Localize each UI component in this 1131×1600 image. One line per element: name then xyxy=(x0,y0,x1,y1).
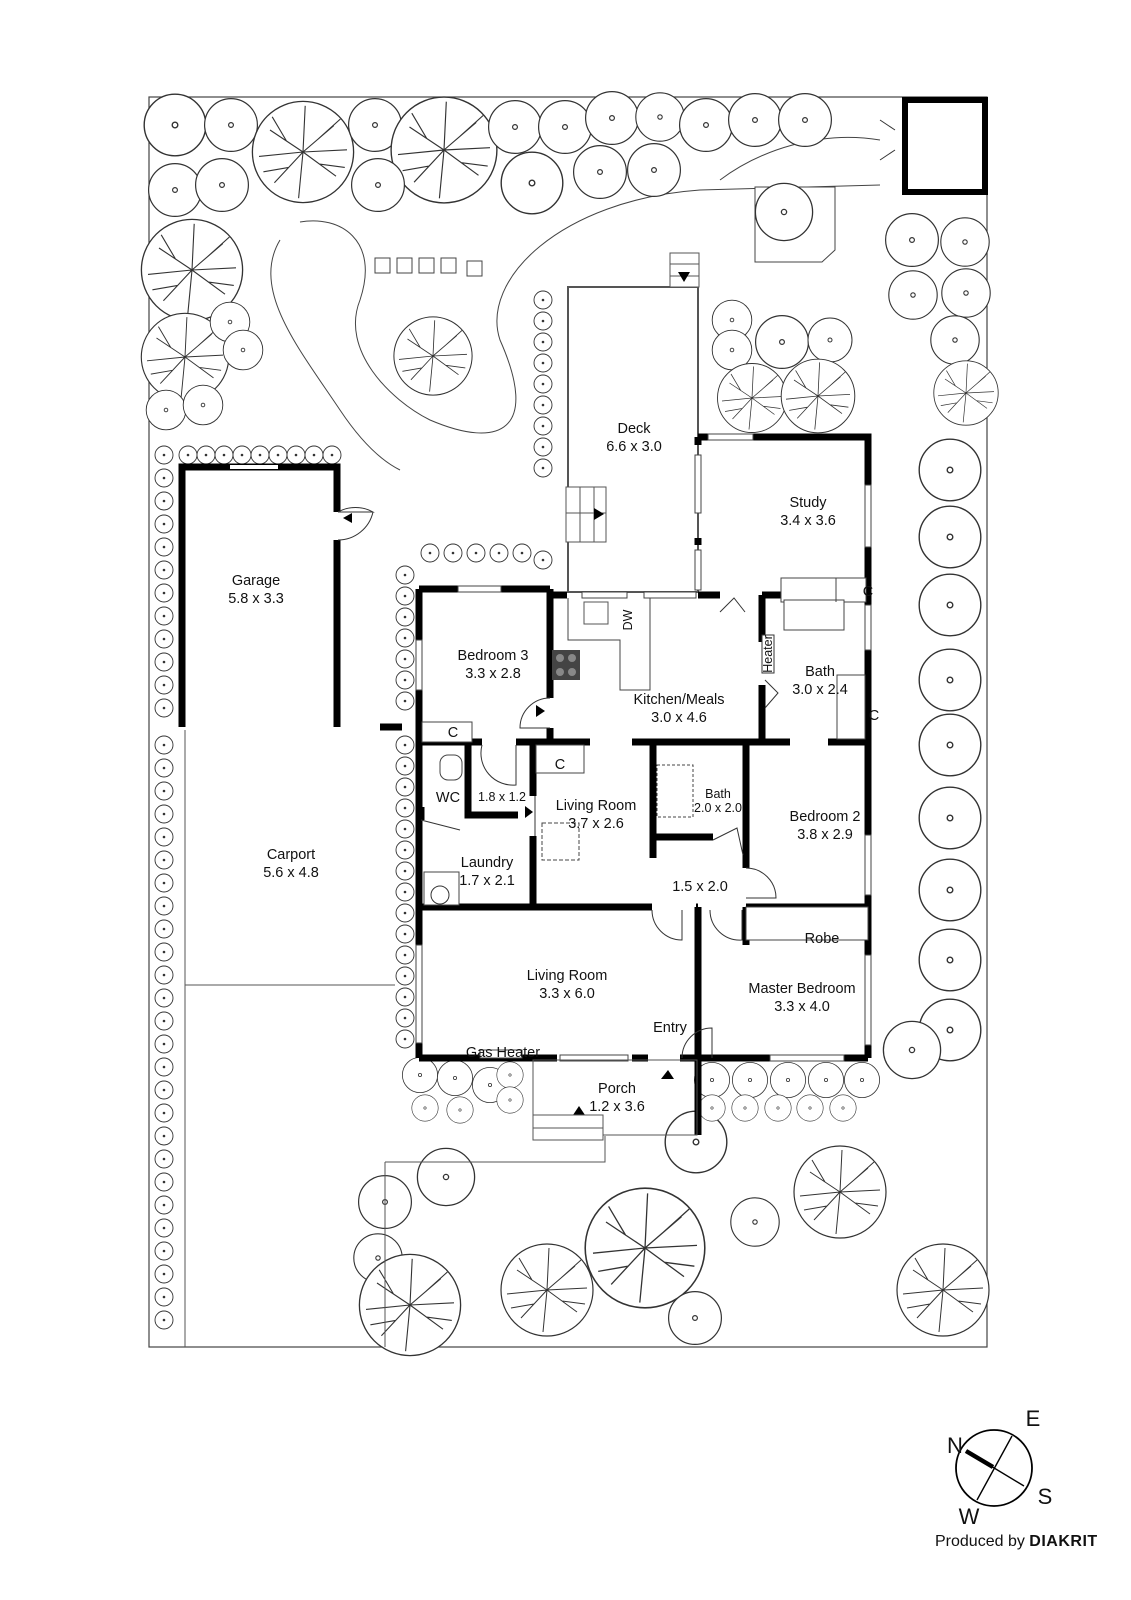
compass-north: N xyxy=(947,1433,963,1458)
room-size: 3.3 x 2.8 xyxy=(465,666,521,682)
room-size: 3.0 x 2.4 xyxy=(792,682,848,698)
label-heater: Heater xyxy=(761,635,775,673)
compass-east: E xyxy=(1025,1406,1041,1431)
room-name: Kitchen/Meals xyxy=(633,692,725,708)
room-size: 1.7 x 2.1 xyxy=(459,873,515,889)
room-size: 6.6 x 3.0 xyxy=(606,439,662,455)
room-size: 5.8 x 3.3 xyxy=(228,591,284,607)
room-name: Bath xyxy=(705,787,731,801)
room-carport: Carport 5.6 x 4.8 xyxy=(263,846,319,882)
label-closet: C xyxy=(862,584,874,600)
room-living-room-2: Living Room 3.7 x 2.6 xyxy=(556,797,637,833)
room-bath-1: Bath 3.0 x 2.4 xyxy=(792,663,848,699)
room-name: Porch xyxy=(598,1081,636,1097)
room-size: 5.6 x 4.8 xyxy=(263,865,319,881)
room-size: 3.4 x 3.6 xyxy=(780,513,836,529)
label-closet: C xyxy=(554,757,566,773)
compass-icon xyxy=(955,1429,1033,1507)
label-entry: Entry xyxy=(653,1020,687,1036)
label-closet: C xyxy=(868,708,880,724)
room-name: Garage xyxy=(231,573,281,589)
room-size: 2.0 x 2.0 xyxy=(694,801,742,815)
shed xyxy=(902,97,988,195)
room-name: Living Room xyxy=(526,968,608,984)
room-name: Bath xyxy=(805,664,835,680)
room-name: Bedroom 3 xyxy=(457,648,529,664)
credit-brand: DIAKRIT xyxy=(1029,1533,1098,1550)
room-name: Master Bedroom xyxy=(748,981,856,997)
room-living-room-1: Living Room 3.3 x 6.0 xyxy=(527,967,608,1003)
room-name: Living Room xyxy=(555,798,637,814)
room-laundry: Laundry 1.7 x 2.1 xyxy=(459,854,515,890)
room-garage: Garage 5.8 x 3.3 xyxy=(228,572,284,608)
label-closet: C xyxy=(447,725,459,741)
room-size: 1.5 x 2.0 xyxy=(672,879,728,895)
room-bedroom-3: Bedroom 3 3.3 x 2.8 xyxy=(458,647,529,683)
room-study: Study 3.4 x 3.6 xyxy=(780,494,836,530)
label-wc: WC xyxy=(435,790,461,806)
label-robe: Robe xyxy=(804,931,840,947)
room-kitchen-meals: Kitchen/Meals 3.0 x 4.6 xyxy=(633,691,724,727)
producer-credit: Produced by DIAKRIT xyxy=(935,1533,1098,1551)
compass-west: W xyxy=(958,1504,980,1529)
room-name: Bedroom 2 xyxy=(789,809,861,825)
room-bedroom-2: Bedroom 2 3.8 x 2.9 xyxy=(790,808,861,844)
room-hall: 1.5 x 2.0 xyxy=(672,878,728,896)
label-store-size: 1.8 x 1.2 xyxy=(478,790,526,804)
label-gas-heater: Gas Heater xyxy=(465,1045,541,1061)
room-size: 3.7 x 2.6 xyxy=(568,816,624,832)
room-name: Carport xyxy=(266,847,316,863)
compass-south: S xyxy=(1037,1484,1053,1509)
room-size: 1.2 x 3.6 xyxy=(589,1099,645,1115)
room-size: 3.3 x 4.0 xyxy=(774,999,830,1015)
room-size: 3.0 x 4.6 xyxy=(651,710,707,726)
credit-prefix: Produced by xyxy=(935,1533,1030,1550)
room-porch: Porch 1.2 x 3.6 xyxy=(589,1080,645,1116)
room-master-bedroom: Master Bedroom 3.3 x 4.0 xyxy=(748,980,855,1016)
room-size: 3.3 x 6.0 xyxy=(539,986,595,1002)
room-size: 3.8 x 2.9 xyxy=(797,827,853,843)
room-name: Study xyxy=(789,495,827,511)
room-deck: Deck 6.6 x 3.0 xyxy=(606,420,662,456)
room-name: Laundry xyxy=(460,855,514,871)
room-name: Deck xyxy=(617,421,651,437)
label-dishwasher: DW xyxy=(621,609,635,631)
